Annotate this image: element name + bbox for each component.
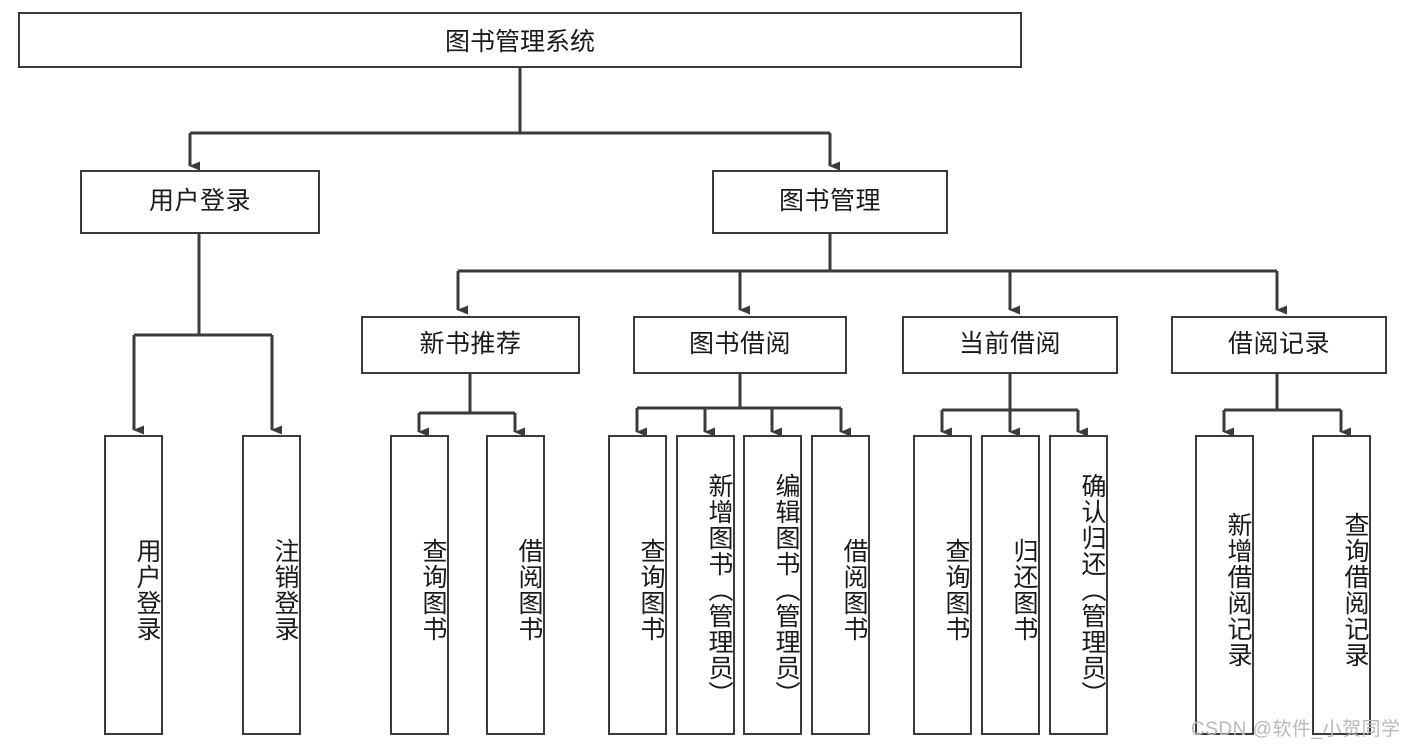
node-root-system[interactable]: 图书管理系统	[18, 12, 1022, 68]
node-borrow-record[interactable]: 借阅记录	[1171, 316, 1387, 374]
leaf-borrow-borrow-book-label: 借阅图书	[840, 538, 868, 642]
node-new-book-recommend-label: 新书推荐	[419, 330, 522, 359]
leaf-user-login-login-label: 用户登录	[133, 538, 161, 642]
leaf-current-confirm-return-admin[interactable]: 确认归还（管理员）	[1049, 435, 1108, 735]
node-new-book-recommend[interactable]: 新书推荐	[361, 316, 580, 374]
leaf-current-return-book[interactable]: 归还图书	[981, 435, 1040, 735]
leaf-current-confirm-return-admin-label: 确认归还（管理员）	[1078, 473, 1106, 707]
leaf-current-return-book-label: 归还图书	[1010, 538, 1038, 642]
leaf-user-login-logout[interactable]: 注销登录	[242, 435, 301, 735]
leaf-user-login-logout-label: 注销登录	[271, 538, 299, 642]
leaf-borrow-add-book-admin-label: 新增图书（管理员）	[705, 473, 733, 707]
node-user-login[interactable]: 用户登录	[80, 170, 320, 234]
leaf-borrow-query-book[interactable]: 查询图书	[608, 435, 667, 735]
leaf-record-add-record-label: 新增借阅记录	[1224, 512, 1252, 668]
leaf-user-login-login[interactable]: 用户登录	[104, 435, 163, 735]
leaf-record-query-record-label: 查询借阅记录	[1341, 512, 1369, 668]
node-current-borrow[interactable]: 当前借阅	[902, 316, 1118, 374]
leaf-newbook-query-book[interactable]: 查询图书	[390, 435, 449, 735]
node-root-system-label: 图书管理系统	[444, 28, 595, 56]
node-current-borrow-label: 当前借阅	[958, 330, 1061, 359]
leaf-newbook-borrow-book-label: 借阅图书	[515, 538, 543, 642]
leaf-record-add-record[interactable]: 新增借阅记录	[1195, 435, 1254, 735]
leaf-borrow-borrow-book[interactable]: 借阅图书	[811, 435, 870, 735]
watermark-text: CSDN @软件_小贺同学	[1191, 719, 1401, 740]
node-book-borrow[interactable]: 图书借阅	[633, 316, 847, 374]
node-borrow-record-label: 借阅记录	[1227, 330, 1330, 359]
node-book-management[interactable]: 图书管理	[712, 170, 948, 234]
leaf-borrow-edit-book-admin[interactable]: 编辑图书（管理员）	[743, 435, 802, 735]
node-book-management-label: 图书管理	[778, 187, 881, 216]
leaf-current-query-book[interactable]: 查询图书	[913, 435, 972, 735]
leaf-record-query-record[interactable]: 查询借阅记录	[1312, 435, 1371, 735]
leaf-newbook-query-book-label: 查询图书	[419, 538, 447, 642]
leaf-current-query-book-label: 查询图书	[942, 538, 970, 642]
node-book-borrow-label: 图书借阅	[688, 330, 791, 359]
leaf-borrow-edit-book-admin-label: 编辑图书（管理员）	[772, 473, 800, 707]
leaf-borrow-query-book-label: 查询图书	[637, 538, 665, 642]
leaf-borrow-add-book-admin[interactable]: 新增图书（管理员）	[676, 435, 735, 735]
node-user-login-label: 用户登录	[148, 187, 251, 216]
leaf-newbook-borrow-book[interactable]: 借阅图书	[486, 435, 545, 735]
